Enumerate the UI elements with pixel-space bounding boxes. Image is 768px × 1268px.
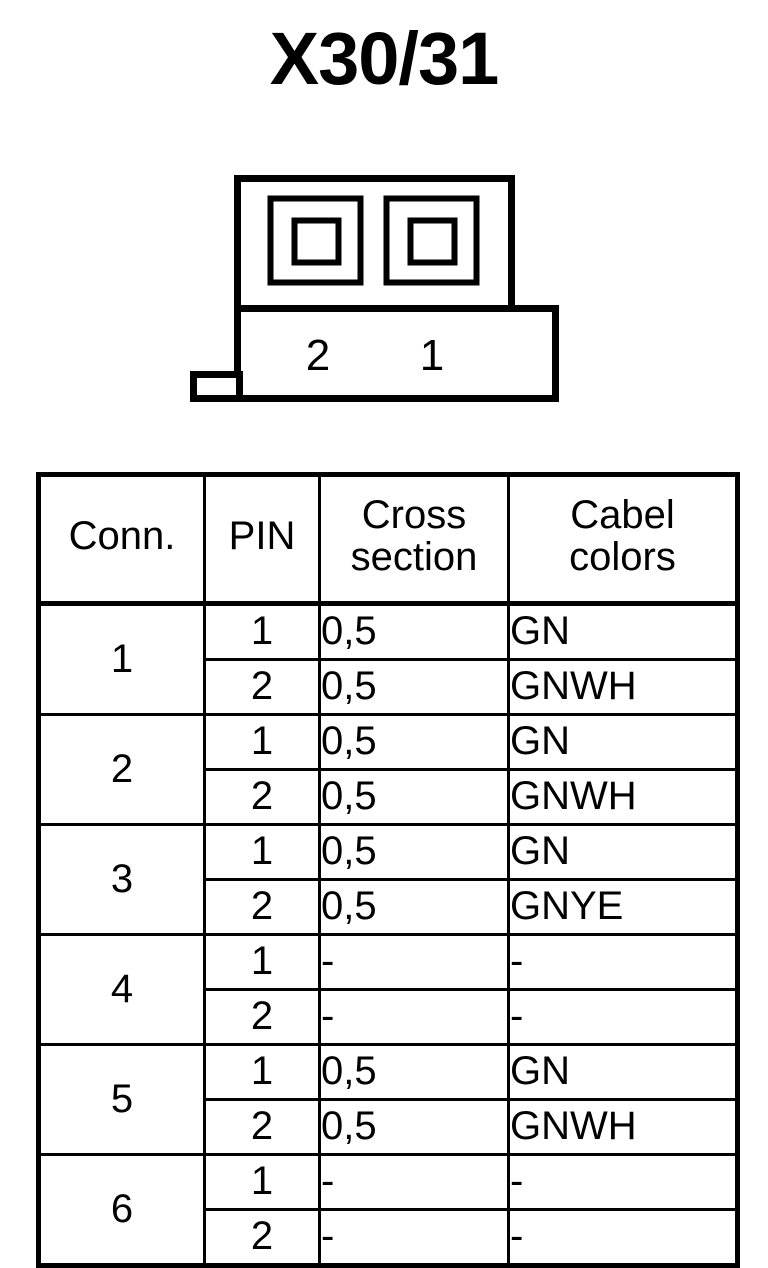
cell-cross-section: 0,5 bbox=[318, 823, 510, 881]
table-header-row: Conn. PIN Cross section Cabel colors bbox=[37, 473, 739, 606]
cell-conn: 2 bbox=[37, 713, 206, 826]
cell-pin: 2 bbox=[203, 878, 321, 936]
pin-cavity-inner-1 bbox=[407, 217, 458, 266]
header-line: PIN bbox=[228, 514, 296, 559]
cell-cabel-color: GN bbox=[507, 602, 739, 661]
cell-cross-section: 0,5 bbox=[318, 602, 510, 661]
column-header-cross-section: Cross section bbox=[318, 473, 510, 606]
connector-latch-tab bbox=[190, 371, 243, 402]
pin-cavity-outer-1 bbox=[383, 195, 480, 286]
table-row: 6 1 - - bbox=[37, 1153, 739, 1267]
cell-cabel-color: - bbox=[507, 988, 739, 1046]
pin-cavity-inner-2 bbox=[291, 217, 342, 266]
cell-cross-section: - bbox=[318, 1153, 510, 1211]
cell-cross-section: - bbox=[318, 933, 510, 991]
connector-pin-label-2: 2 bbox=[306, 331, 330, 380]
header-line: Conn. bbox=[68, 514, 176, 559]
table-body: 1 1 0,5 GN 2 0,5 GNWH 2 1 0,5 GN 2 0,5 G… bbox=[37, 602, 739, 1267]
table-row: 2 0,5 GNWH bbox=[39, 1098, 739, 1156]
cell-cabel-color: - bbox=[507, 1153, 739, 1211]
cell-conn: 5 bbox=[37, 1043, 206, 1156]
cell-cross-section: - bbox=[318, 988, 510, 1046]
connector-upper-body bbox=[234, 175, 515, 312]
cell-pin: 2 bbox=[203, 1208, 321, 1267]
header-line: colors bbox=[569, 535, 676, 579]
column-header-conn: Conn. bbox=[37, 473, 206, 606]
cell-cabel-color: GNYE bbox=[507, 878, 739, 936]
cell-pin: 1 bbox=[203, 602, 321, 661]
column-header-cabel-colors: Cabel colors bbox=[507, 473, 739, 606]
cell-cabel-color: - bbox=[507, 933, 739, 991]
cell-conn: 4 bbox=[37, 933, 206, 1046]
pinout-table: Conn. PIN Cross section Cabel colors 1 1… bbox=[36, 472, 740, 1268]
cell-cross-section: 0,5 bbox=[318, 713, 510, 771]
cell-cross-section: 0,5 bbox=[318, 878, 510, 936]
pin-cavity-outer-2 bbox=[267, 195, 364, 286]
table-row: 2 - - bbox=[39, 988, 739, 1046]
cell-cross-section: 0,5 bbox=[318, 1043, 510, 1101]
cell-cabel-color: GNWH bbox=[507, 1098, 739, 1156]
table-row: 2 0,5 GNWH bbox=[39, 658, 739, 716]
table-row: 2 - - bbox=[39, 1208, 739, 1267]
column-header-pin: PIN bbox=[203, 473, 321, 606]
table-row: 1 1 0,5 GN bbox=[37, 602, 739, 716]
cell-pin: 2 bbox=[203, 988, 321, 1046]
cell-conn: 3 bbox=[37, 823, 206, 936]
table-row: 2 0,5 GNYE bbox=[39, 878, 739, 936]
cell-cabel-color: GN bbox=[507, 713, 739, 771]
cell-pin: 2 bbox=[203, 1098, 321, 1156]
cell-pin: 2 bbox=[203, 658, 321, 716]
cell-pin: 1 bbox=[203, 933, 321, 991]
table-row: 2 0,5 GNWH bbox=[39, 768, 739, 826]
cell-pin: 1 bbox=[203, 823, 321, 881]
header-line: Cross bbox=[361, 493, 467, 538]
cell-cross-section: - bbox=[318, 1208, 510, 1267]
table-row: 4 1 - - bbox=[37, 933, 739, 1046]
cell-cross-section: 0,5 bbox=[318, 658, 510, 716]
cell-pin: 2 bbox=[203, 768, 321, 826]
cell-cross-section: 0,5 bbox=[318, 768, 510, 826]
cell-cabel-color: GNWH bbox=[507, 768, 739, 826]
cell-pin: 1 bbox=[203, 1043, 321, 1101]
cell-pin: 1 bbox=[203, 713, 321, 771]
table-row: 2 1 0,5 GN bbox=[37, 713, 739, 826]
connector-pin-label-1: 1 bbox=[420, 331, 444, 380]
header-line: section bbox=[350, 535, 478, 579]
table-row: 5 1 0,5 GN bbox=[37, 1043, 739, 1156]
cell-pin: 1 bbox=[203, 1153, 321, 1211]
cell-conn: 6 bbox=[37, 1153, 206, 1267]
header-line: Cabel bbox=[570, 493, 675, 538]
cell-cross-section: 0,5 bbox=[318, 1098, 510, 1156]
page-title: X30/31 bbox=[269, 17, 500, 100]
cell-conn: 1 bbox=[37, 602, 206, 716]
cell-cabel-color: GN bbox=[507, 1043, 739, 1101]
cell-cabel-color: GNWH bbox=[507, 658, 739, 716]
connector-lower-body bbox=[234, 305, 559, 402]
cell-cabel-color: - bbox=[507, 1208, 739, 1267]
cell-cabel-color: GN bbox=[507, 823, 739, 881]
table-row: 3 1 0,5 GN bbox=[37, 823, 739, 936]
